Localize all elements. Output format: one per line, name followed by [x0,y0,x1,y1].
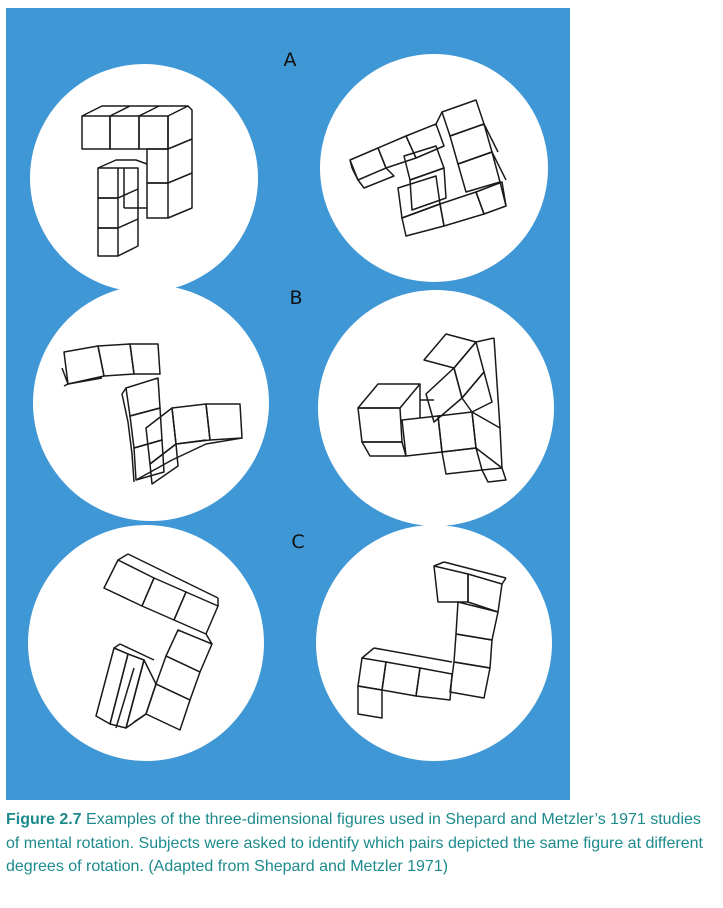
block-figure-a-left [81,105,193,257]
block-figure-b-right [357,333,507,483]
figure-panel: A B C [6,8,570,800]
circle-c-left [28,525,264,761]
row-label-a: A [284,49,297,71]
circle-c-right [316,525,552,761]
row-label-b: B [289,287,302,309]
block-figure-c-left [95,553,219,731]
block-figure-b-left [61,343,243,485]
figure-caption: Figure 2.7 Examples of the three-dimensi… [6,808,718,879]
block-figure-a-right [349,99,507,237]
circle-a-left [30,64,258,292]
figure-caption-label: Figure 2.7 [6,811,82,828]
row-label-c: C [291,531,304,553]
circle-b-right [318,290,554,526]
block-figure-c-right [357,561,507,719]
circle-b-left [33,285,269,521]
figure-caption-text: Examples of the three-dimensional figure… [6,811,703,875]
circle-a-right [320,54,548,282]
